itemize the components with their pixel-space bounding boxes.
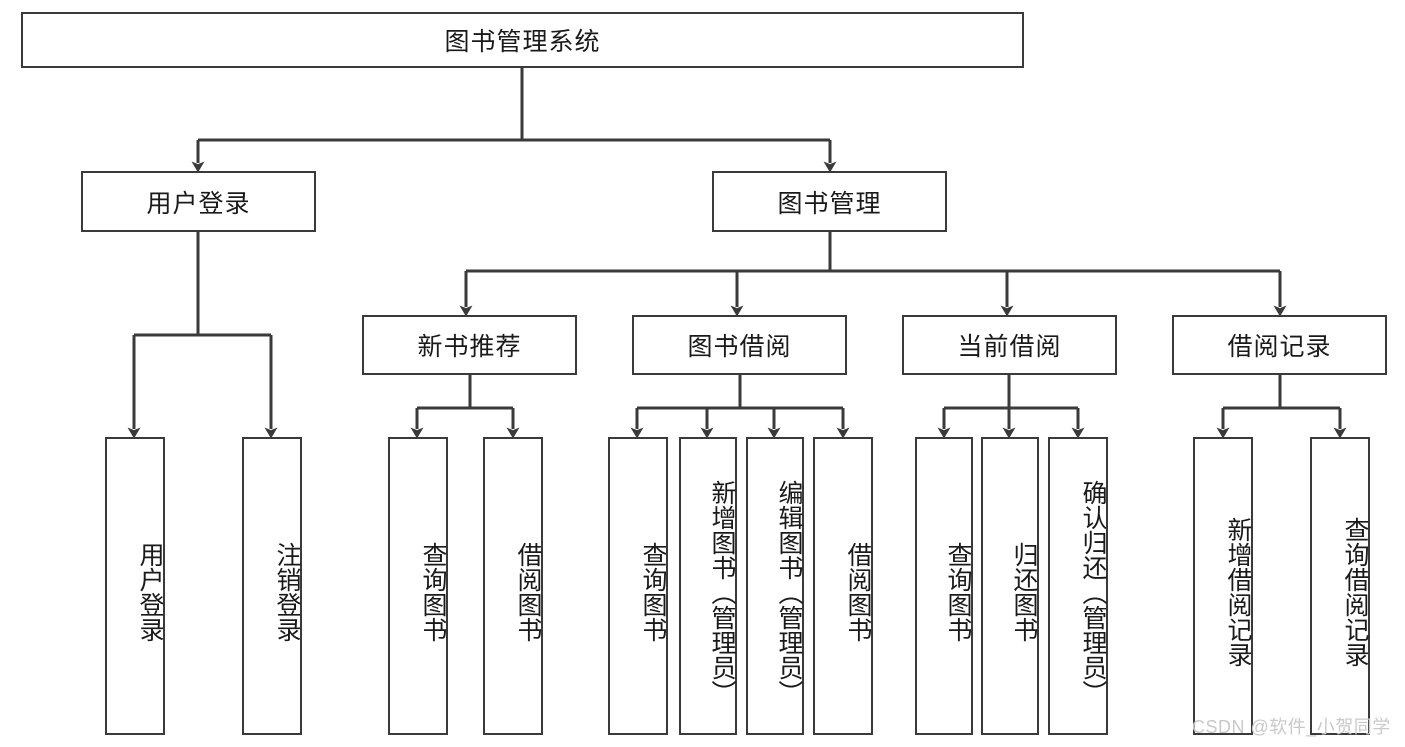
node-book-borrow[interactable]: 图书借阅: [632, 315, 847, 375]
leaf-confirm-return-admin-label: 确认归还（管理员）: [1079, 479, 1107, 705]
leaf-borrow-book-recommend[interactable]: 借阅图书: [483, 437, 543, 735]
leaf-add-borrow-record-label: 新增借阅记录: [1224, 517, 1252, 667]
leaf-query-book-current-label: 查询图书: [944, 542, 972, 642]
node-current-borrow[interactable]: 当前借阅: [902, 315, 1117, 375]
leaf-user-login[interactable]: 用户登录: [105, 437, 165, 735]
leaf-borrow-book[interactable]: 借阅图书: [813, 437, 873, 735]
node-user-login-label: 用户登录: [146, 189, 251, 218]
leaf-query-book-borrow-label: 查询图书: [639, 542, 667, 642]
node-new-book-recommend-label: 新书推荐: [417, 333, 522, 361]
node-new-book-recommend[interactable]: 新书推荐: [362, 315, 577, 375]
node-borrow-record[interactable]: 借阅记录: [1172, 315, 1387, 375]
leaf-logout-label: 注销登录: [273, 542, 301, 642]
leaf-confirm-return-admin[interactable]: 确认归还（管理员）: [1048, 437, 1108, 735]
node-book-management-label: 图书管理: [777, 189, 882, 218]
node-borrow-record-label: 借阅记录: [1227, 333, 1332, 361]
leaf-query-book-recommend-label: 查询图书: [419, 542, 447, 642]
node-current-borrow-label: 当前借阅: [957, 333, 1062, 361]
leaf-add-borrow-record[interactable]: 新增借阅记录: [1193, 437, 1253, 735]
leaf-return-book[interactable]: 归还图书: [981, 437, 1039, 735]
node-book-borrow-label: 图书借阅: [687, 333, 792, 361]
node-book-management[interactable]: 图书管理: [712, 171, 947, 232]
leaf-borrow-book-recommend-label: 借阅图书: [514, 542, 542, 642]
node-root[interactable]: 图书管理系统: [21, 12, 1024, 68]
leaf-edit-book-admin-label: 编辑图书（管理员）: [775, 479, 803, 705]
leaf-user-login-label: 用户登录: [136, 542, 164, 642]
leaf-query-book-borrow[interactable]: 查询图书: [608, 437, 668, 735]
leaf-query-borrow-record[interactable]: 查询借阅记录: [1310, 437, 1370, 735]
node-root-label: 图书管理系统: [444, 28, 601, 56]
leaf-query-book-current[interactable]: 查询图书: [915, 437, 973, 735]
leaf-add-book-admin-label: 新增图书（管理员）: [708, 479, 736, 705]
leaf-return-book-label: 归还图书: [1010, 542, 1038, 642]
leaf-logout[interactable]: 注销登录: [242, 437, 302, 735]
leaf-query-book-recommend[interactable]: 查询图书: [388, 437, 448, 735]
node-user-login[interactable]: 用户登录: [81, 171, 316, 232]
leaf-borrow-book-label: 借阅图书: [844, 542, 872, 642]
leaf-edit-book-admin[interactable]: 编辑图书（管理员）: [746, 437, 804, 735]
leaf-add-book-admin[interactable]: 新增图书（管理员）: [679, 437, 737, 735]
watermark: CSDN @软件_小贺同学: [1192, 717, 1391, 737]
leaf-query-borrow-record-label: 查询借阅记录: [1341, 517, 1369, 667]
